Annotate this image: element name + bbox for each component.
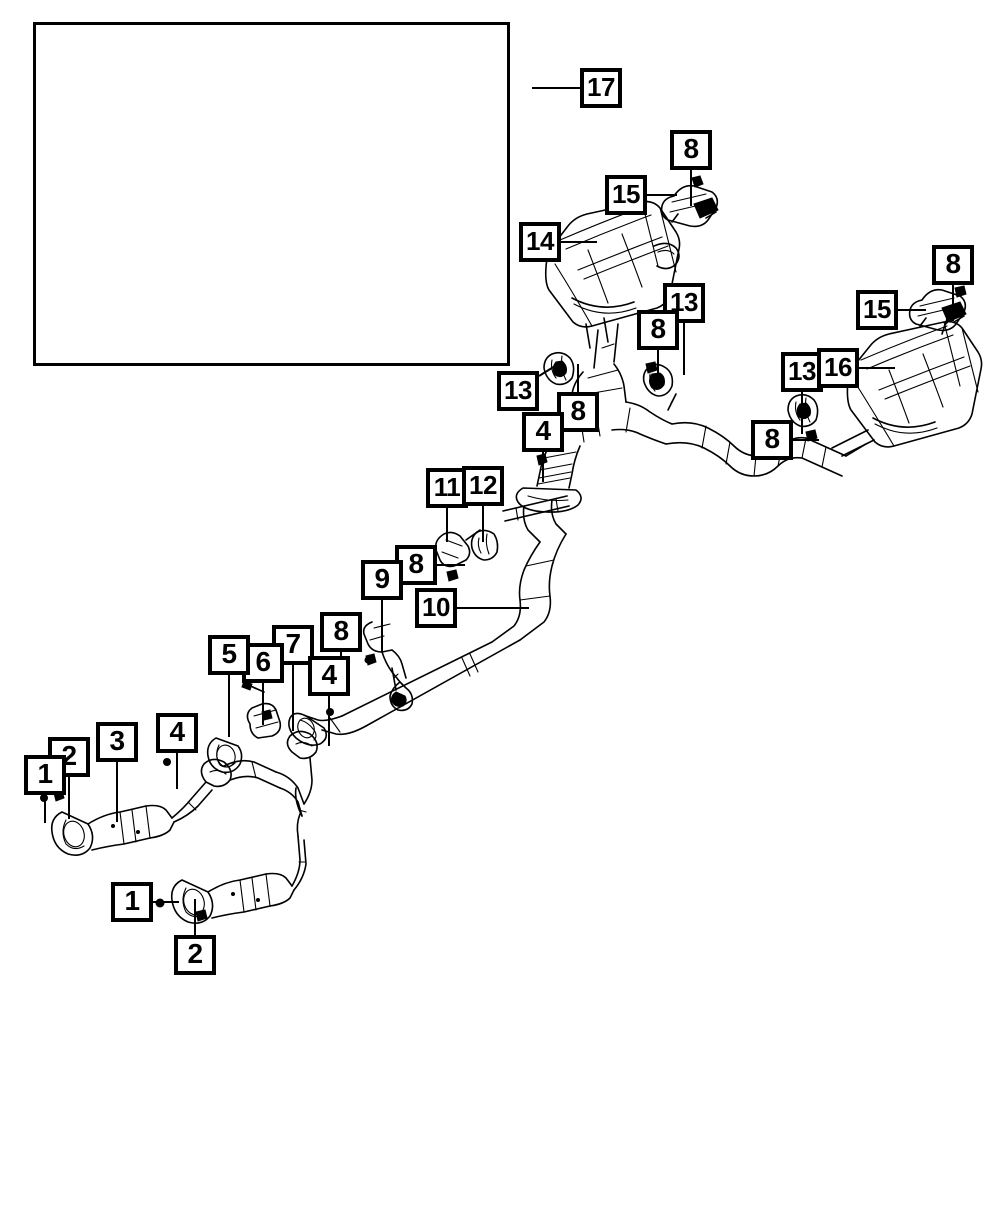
callout-4[interactable]: 4 xyxy=(156,713,198,753)
callout-number: 5 xyxy=(221,638,237,669)
callout-leader-line xyxy=(116,762,118,822)
callout-leader-line xyxy=(457,607,529,609)
callout-5[interactable]: 5 xyxy=(208,635,250,675)
callout-leader-line xyxy=(690,170,692,206)
callout-13[interactable]: 13 xyxy=(497,371,539,411)
callout-leader-line xyxy=(793,439,819,441)
loose-bolt-7 xyxy=(242,681,264,692)
callout-leader-line xyxy=(153,901,179,903)
callout-number: 16 xyxy=(824,352,852,382)
callout-leader-line xyxy=(898,309,926,311)
callout-14[interactable]: 14 xyxy=(519,222,561,262)
isolator-13-b xyxy=(644,364,673,396)
callout-16[interactable]: 16 xyxy=(817,348,859,388)
callout-8[interactable]: 8 xyxy=(320,612,362,652)
callout-15[interactable]: 15 xyxy=(856,290,898,330)
callout-number: 14 xyxy=(526,226,554,256)
callout-leader-line xyxy=(561,241,597,243)
callout-leader-line xyxy=(228,675,230,737)
callout-number: 8 xyxy=(683,133,699,164)
callout-leader-line xyxy=(482,506,484,542)
callout-number: 8 xyxy=(570,395,586,426)
loose-flange-gasket-5 xyxy=(208,738,242,772)
hanger-bracket-9 xyxy=(364,622,413,710)
callout-leader-line xyxy=(657,350,659,378)
callout-leader-line xyxy=(446,508,448,542)
callout-number: 10 xyxy=(422,592,450,622)
callout-15[interactable]: 15 xyxy=(605,175,647,215)
callout-number: 3 xyxy=(109,725,125,756)
callout-leader-line xyxy=(68,777,70,819)
callout-number: 12 xyxy=(469,470,497,500)
callout-12[interactable]: 12 xyxy=(462,466,504,506)
callout-leader-line xyxy=(381,600,383,652)
callout-17[interactable]: 17 xyxy=(580,68,622,108)
callout-number: 4 xyxy=(535,415,551,446)
callout-leader-line xyxy=(647,194,677,196)
callout-number: 11 xyxy=(433,472,461,502)
callout-4[interactable]: 4 xyxy=(522,412,564,452)
callout-leader-line xyxy=(44,795,46,823)
callout-leader-line xyxy=(542,452,544,482)
callout-number: 6 xyxy=(255,646,271,677)
callout-1[interactable]: 1 xyxy=(24,755,66,795)
callout-number: 17 xyxy=(587,72,615,102)
callout-number: 1 xyxy=(124,885,140,916)
callout-number: 8 xyxy=(764,423,780,454)
callout-leader-line xyxy=(292,665,294,731)
callout-leader-line xyxy=(176,753,178,789)
callout-8[interactable]: 8 xyxy=(637,310,679,350)
callout-leader-line xyxy=(577,364,579,392)
isolator-grommet-12 xyxy=(472,530,498,560)
assembled-system-inset-frame xyxy=(33,22,510,366)
callout-9[interactable]: 9 xyxy=(361,560,403,600)
callout-leader-line xyxy=(437,564,465,566)
callout-number: 9 xyxy=(374,563,390,594)
catalytic-converter-left xyxy=(52,759,231,855)
callout-1[interactable]: 1 xyxy=(111,882,153,922)
callout-3[interactable]: 3 xyxy=(96,722,138,762)
callout-8[interactable]: 8 xyxy=(751,420,793,460)
callout-leader-line xyxy=(194,899,196,935)
fastener-nut-8-d xyxy=(806,430,817,441)
muffler-hanger-15-left xyxy=(662,186,718,227)
callout-number: 8 xyxy=(408,548,424,579)
callout-4[interactable]: 4 xyxy=(308,656,350,696)
fastener-nut-8-a xyxy=(692,176,703,187)
callout-leader-line xyxy=(683,323,685,375)
callout-leader-line xyxy=(952,285,954,321)
callout-10[interactable]: 10 xyxy=(415,588,457,628)
muffler-right-rear xyxy=(832,316,982,456)
callout-leader-line xyxy=(262,683,264,725)
fastener-nut-8-f xyxy=(447,570,458,581)
callout-number: 15 xyxy=(863,294,891,324)
isolator-13-c xyxy=(788,395,818,427)
callout-2[interactable]: 2 xyxy=(174,935,216,975)
callout-number: 1 xyxy=(37,758,53,789)
callout-8[interactable]: 8 xyxy=(670,130,712,170)
callout-number: 7 xyxy=(285,628,301,659)
callout-leader-line xyxy=(532,87,580,89)
callout-number: 8 xyxy=(945,248,961,279)
catalytic-converter-right xyxy=(172,836,306,923)
callout-number: 8 xyxy=(650,313,666,344)
loose-clamp-6 xyxy=(247,704,280,738)
fastener-nut-8-g xyxy=(366,654,376,665)
callout-number: 13 xyxy=(788,356,816,386)
callout-number: 8 xyxy=(333,615,349,646)
callout-number: 15 xyxy=(612,179,640,209)
callout-number: 2 xyxy=(187,938,203,969)
callout-leader-line xyxy=(859,367,895,369)
callout-leader-line xyxy=(801,392,803,434)
callout-leader-line xyxy=(328,696,330,746)
fastener-stud-2-b xyxy=(155,898,208,922)
callout-number: 13 xyxy=(504,375,532,405)
callout-number: 4 xyxy=(321,659,337,690)
callout-8[interactable]: 8 xyxy=(932,245,974,285)
callout-number: 4 xyxy=(169,716,185,747)
